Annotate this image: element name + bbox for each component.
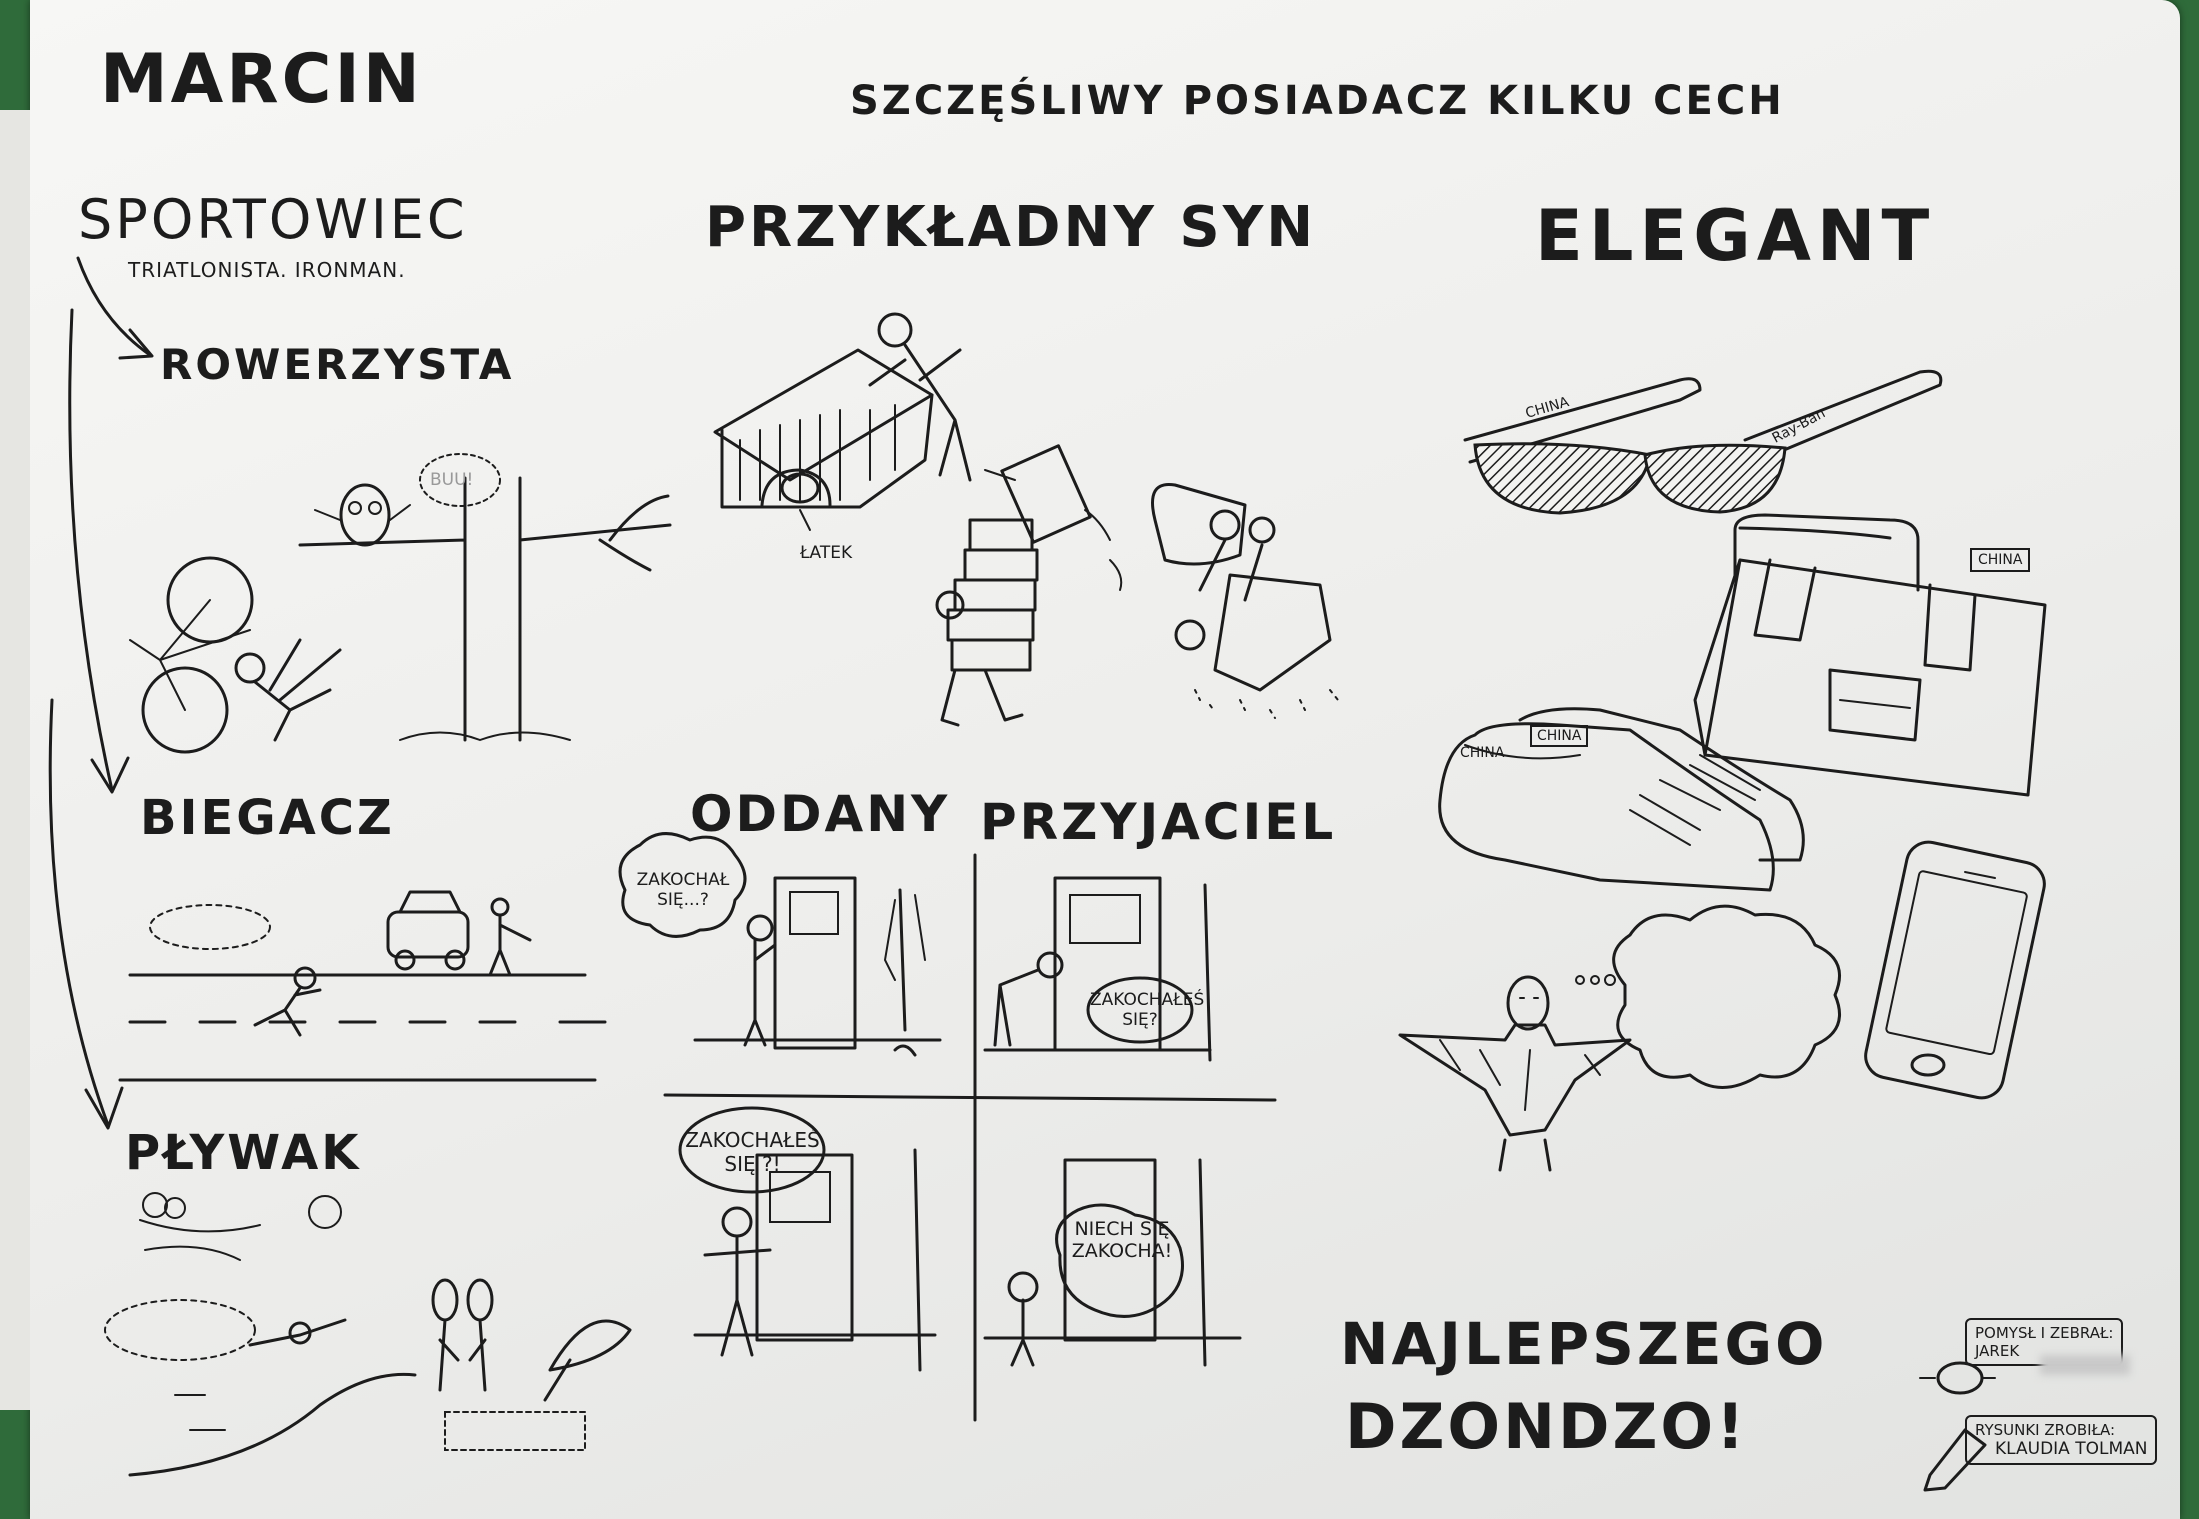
cyclist-heading: ROWERZYSTA — [160, 340, 515, 389]
friend-heading-left: ODDANY — [690, 785, 951, 843]
bubble-text-1: ZAKOCHAŁ SIĘ...? — [636, 870, 730, 910]
closing-line-1: NAJLEPSZEGO — [1340, 1310, 1828, 1378]
briefcase — [1695, 515, 2045, 795]
friend-heading-right: PRZYJACIEL — [980, 793, 1337, 851]
whiteboard — [30, 0, 2180, 1519]
bubble-text-2: ZAKOCHAŁEŚ SIĘ? — [1090, 990, 1205, 1030]
page-subtitle: SZCZĘŚLIWY POSIADACZ KILKU CECH — [850, 78, 1785, 124]
son-heading: PRZYKŁADNY SYN — [705, 195, 1317, 260]
bag-tag: CHINA — [1970, 548, 2031, 572]
board-edge — [0, 110, 30, 1410]
idea-credit-label: POMYSŁ I ZEBRAŁ: — [1975, 1324, 2114, 1342]
shoe-tag-1: CHINA — [1530, 725, 1589, 747]
doghouse-scene — [715, 314, 1090, 542]
dog-name-label: ŁATEK — [800, 543, 853, 563]
drawings-credit-box: RYSUNKI ZROBIŁA: KLAUDIA TOLMAN — [1965, 1415, 2158, 1465]
shoes — [1440, 709, 1804, 890]
runner-scene — [120, 892, 605, 1080]
runner-heading: BIEGACZ — [140, 790, 395, 846]
shoe-tag-2: CHINA — [1460, 745, 1505, 761]
name-heading: MARCIN — [100, 40, 423, 119]
blurred-surname — [2040, 1355, 2130, 1375]
bubble-text-4: NIECH SIĘ ZAKOCHA! — [1071, 1218, 1173, 1262]
elegant-heading: ELEGANT — [1535, 195, 1936, 277]
scarf-man — [1400, 906, 1840, 1170]
speech-bubbles — [620, 834, 1192, 1317]
boxes-scene — [937, 510, 1121, 725]
closing-line-2: DZONDZO! — [1345, 1390, 1748, 1463]
friend-comic — [665, 855, 1275, 1420]
idea-credit-name: JAREK — [1975, 1342, 2020, 1360]
credit-icons — [1920, 1363, 1995, 1490]
drawings-credit-label: RYSUNKI ZROBIŁA: — [1975, 1421, 2116, 1439]
car-scene — [1153, 484, 1339, 718]
sport-subheading: TRIATLONISTA. IRONMAN. — [128, 258, 406, 282]
swimmer-scene — [105, 1193, 630, 1475]
swimmer-heading: PŁYWAK — [125, 1125, 362, 1181]
smartphone — [1862, 838, 2049, 1102]
bubble-text-3: ZAKOCHAŁEŚ SIĘ ?! — [685, 1128, 820, 1176]
sunglasses — [1465, 371, 1941, 513]
flow-arrows — [50, 258, 152, 1128]
cyclist-scene — [130, 454, 670, 752]
drawings-credit-name: KLAUDIA TOLMAN — [1995, 1439, 2148, 1459]
owl-bubble-text: BUU! — [430, 470, 474, 490]
sport-heading: SPORTOWIEC — [78, 188, 468, 251]
